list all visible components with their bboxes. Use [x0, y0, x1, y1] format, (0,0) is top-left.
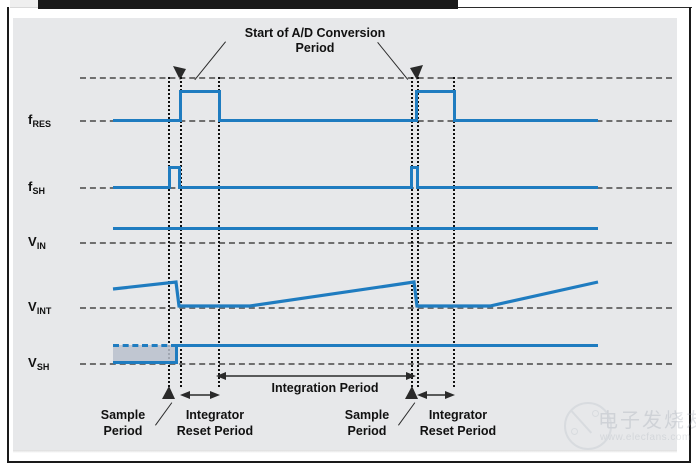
time-marker-reset-end-1	[218, 77, 220, 387]
trace-fsh-fall-1	[178, 166, 181, 189]
page-header-bar	[38, 0, 458, 9]
reference-line-vsh	[80, 363, 672, 365]
trace-fsh-rise-1	[168, 166, 171, 189]
callout-arrowhead-left	[173, 66, 186, 80]
trace-fsh-fall-2	[416, 166, 419, 189]
reference-line-vint	[80, 307, 672, 309]
page-header-rule	[458, 7, 692, 8]
time-marker-sample-start-2	[411, 77, 413, 387]
integrator-reset-arrow-2	[417, 391, 455, 399]
trace-vin-constant	[113, 227, 598, 230]
trace-fres-high-2	[415, 90, 456, 93]
trace-vsh-low	[113, 361, 177, 364]
time-marker-sample-end-2	[417, 77, 419, 387]
integrator-reset-label-1-line2: Reset Period	[176, 424, 254, 438]
trace-fsh-low-2	[178, 186, 412, 189]
time-marker-reset-end-2	[453, 77, 455, 387]
watermark-dot-icon-1	[571, 428, 578, 435]
integrator-reset-label-2-line2: Reset Period	[419, 424, 497, 438]
trace-vsh-held	[175, 344, 598, 347]
page-border-bottom	[7, 461, 691, 463]
trace-vint	[112, 280, 599, 308]
trace-fres-low-1	[113, 119, 182, 122]
integration-period-arrow	[216, 372, 416, 380]
watermark-url: www.elecfans.com	[600, 432, 691, 443]
trace-fres-rise-1	[179, 90, 182, 122]
page-header-stub	[10, 0, 38, 8]
signal-label-f-res: fRES	[28, 112, 52, 129]
sample-period-arrowhead-1	[162, 386, 175, 399]
trace-vsh-step	[175, 344, 178, 364]
watermark-dot-icon-2	[592, 410, 599, 417]
reference-line-vin	[80, 242, 672, 244]
timing-diagram-panel	[13, 18, 677, 450]
sample-period-label-1-line2: Period	[103, 424, 143, 438]
integrator-reset-label-1-line1: Integrator	[185, 408, 245, 422]
vsh-acquisition-block	[113, 345, 177, 363]
trace-fres-fall-2	[453, 90, 456, 122]
trace-fres-low-3	[453, 119, 598, 122]
time-marker-sample-start-1	[168, 77, 170, 387]
trace-fres-high-1	[179, 90, 221, 93]
signal-label-v-in: VIN	[28, 234, 46, 251]
time-marker-sample-end-1	[180, 77, 182, 387]
sample-period-label-2-line1: Sample	[344, 408, 390, 422]
watermark-brand-text: 电子发烧友	[598, 408, 696, 432]
trace-fsh-high-2	[410, 166, 419, 169]
sample-period-label-1-line1: Sample	[100, 408, 146, 422]
signal-label-v-int: VINT	[28, 299, 52, 316]
integration-period-label: Integration Period	[271, 381, 379, 395]
watermark: 电子发烧友 www.elecfans.com	[562, 398, 696, 456]
page-border-left	[7, 7, 9, 463]
watermark-ring-icon	[564, 402, 612, 450]
trace-fres-low-2	[218, 119, 418, 122]
start-conversion-callout-line1: Start of A/D Conversion	[244, 26, 386, 40]
trace-fsh-high-1	[168, 166, 181, 169]
panel-shadow	[13, 450, 677, 453]
trace-fsh-low-3	[416, 186, 598, 189]
reference-line-top	[80, 77, 672, 79]
callout-arrowhead-right	[410, 65, 423, 80]
trace-fsh-rise-2	[410, 166, 413, 189]
trace-fres-rise-2	[415, 90, 418, 122]
vsh-acquisition-block-top-edge	[113, 344, 177, 347]
integrator-reset-arrow-1	[180, 391, 220, 399]
sample-period-label-2-line2: Period	[347, 424, 387, 438]
signal-label-f-sh: fSH	[28, 179, 46, 196]
page-border-right	[689, 7, 691, 463]
signal-label-v-sh: VSH	[28, 355, 50, 372]
start-conversion-callout-line2: Period	[295, 41, 335, 55]
trace-fsh-low-1	[113, 186, 171, 189]
integrator-reset-label-2-line1: Integrator	[428, 408, 488, 422]
trace-fres-fall-1	[218, 90, 221, 122]
sample-period-arrowhead-2	[405, 386, 418, 399]
